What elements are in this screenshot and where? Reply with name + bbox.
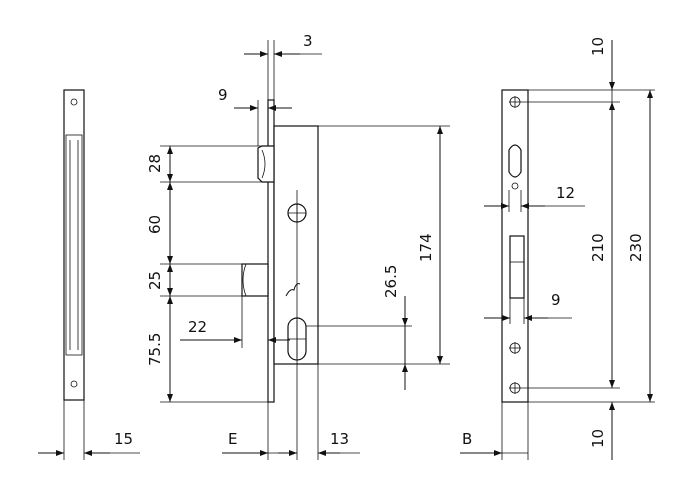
- dim-backset-label: E: [228, 430, 237, 448]
- dim-strike-bottom-margin: 10: [589, 429, 607, 448]
- dim-strike-label: B: [462, 430, 472, 448]
- screw-hole-mid: [509, 342, 521, 354]
- dim-latch-height: 28: [146, 154, 164, 173]
- screw-hole-bottom: [509, 382, 521, 394]
- dim-strike-length: 230: [627, 233, 645, 262]
- dim-cylinder-offset: 26.5: [382, 265, 400, 298]
- dim-faceplate-thickness: 3: [303, 32, 313, 50]
- dim-strike-top-margin: 10: [589, 37, 607, 56]
- strike-plate-view: 10 210 230 10 12 9 B: [460, 37, 655, 460]
- dim-bolt-projection: 9: [218, 86, 228, 104]
- dim-hole-spacing: 210: [589, 233, 607, 262]
- dim-case-height: 174: [417, 233, 435, 262]
- dim-slot-width: 9: [551, 291, 561, 309]
- dim-latch-to-cylinder: 60: [146, 215, 164, 234]
- dim-case-depth: 13: [330, 430, 349, 448]
- screw-hole-top: [509, 96, 521, 108]
- dim-deadbolt-throw: 22: [188, 318, 207, 336]
- front-view-lock-body: 28 60 25 75.5 3 9 22 26.5 174: [146, 32, 450, 460]
- dim-deadbolt-height: 25: [146, 271, 164, 290]
- side-view-faceplate: 15: [38, 89, 140, 460]
- dim-backset-bottom: 75.5: [146, 333, 164, 366]
- dim-side-width: 15: [114, 430, 133, 448]
- dim-strike-width: 12: [556, 184, 575, 202]
